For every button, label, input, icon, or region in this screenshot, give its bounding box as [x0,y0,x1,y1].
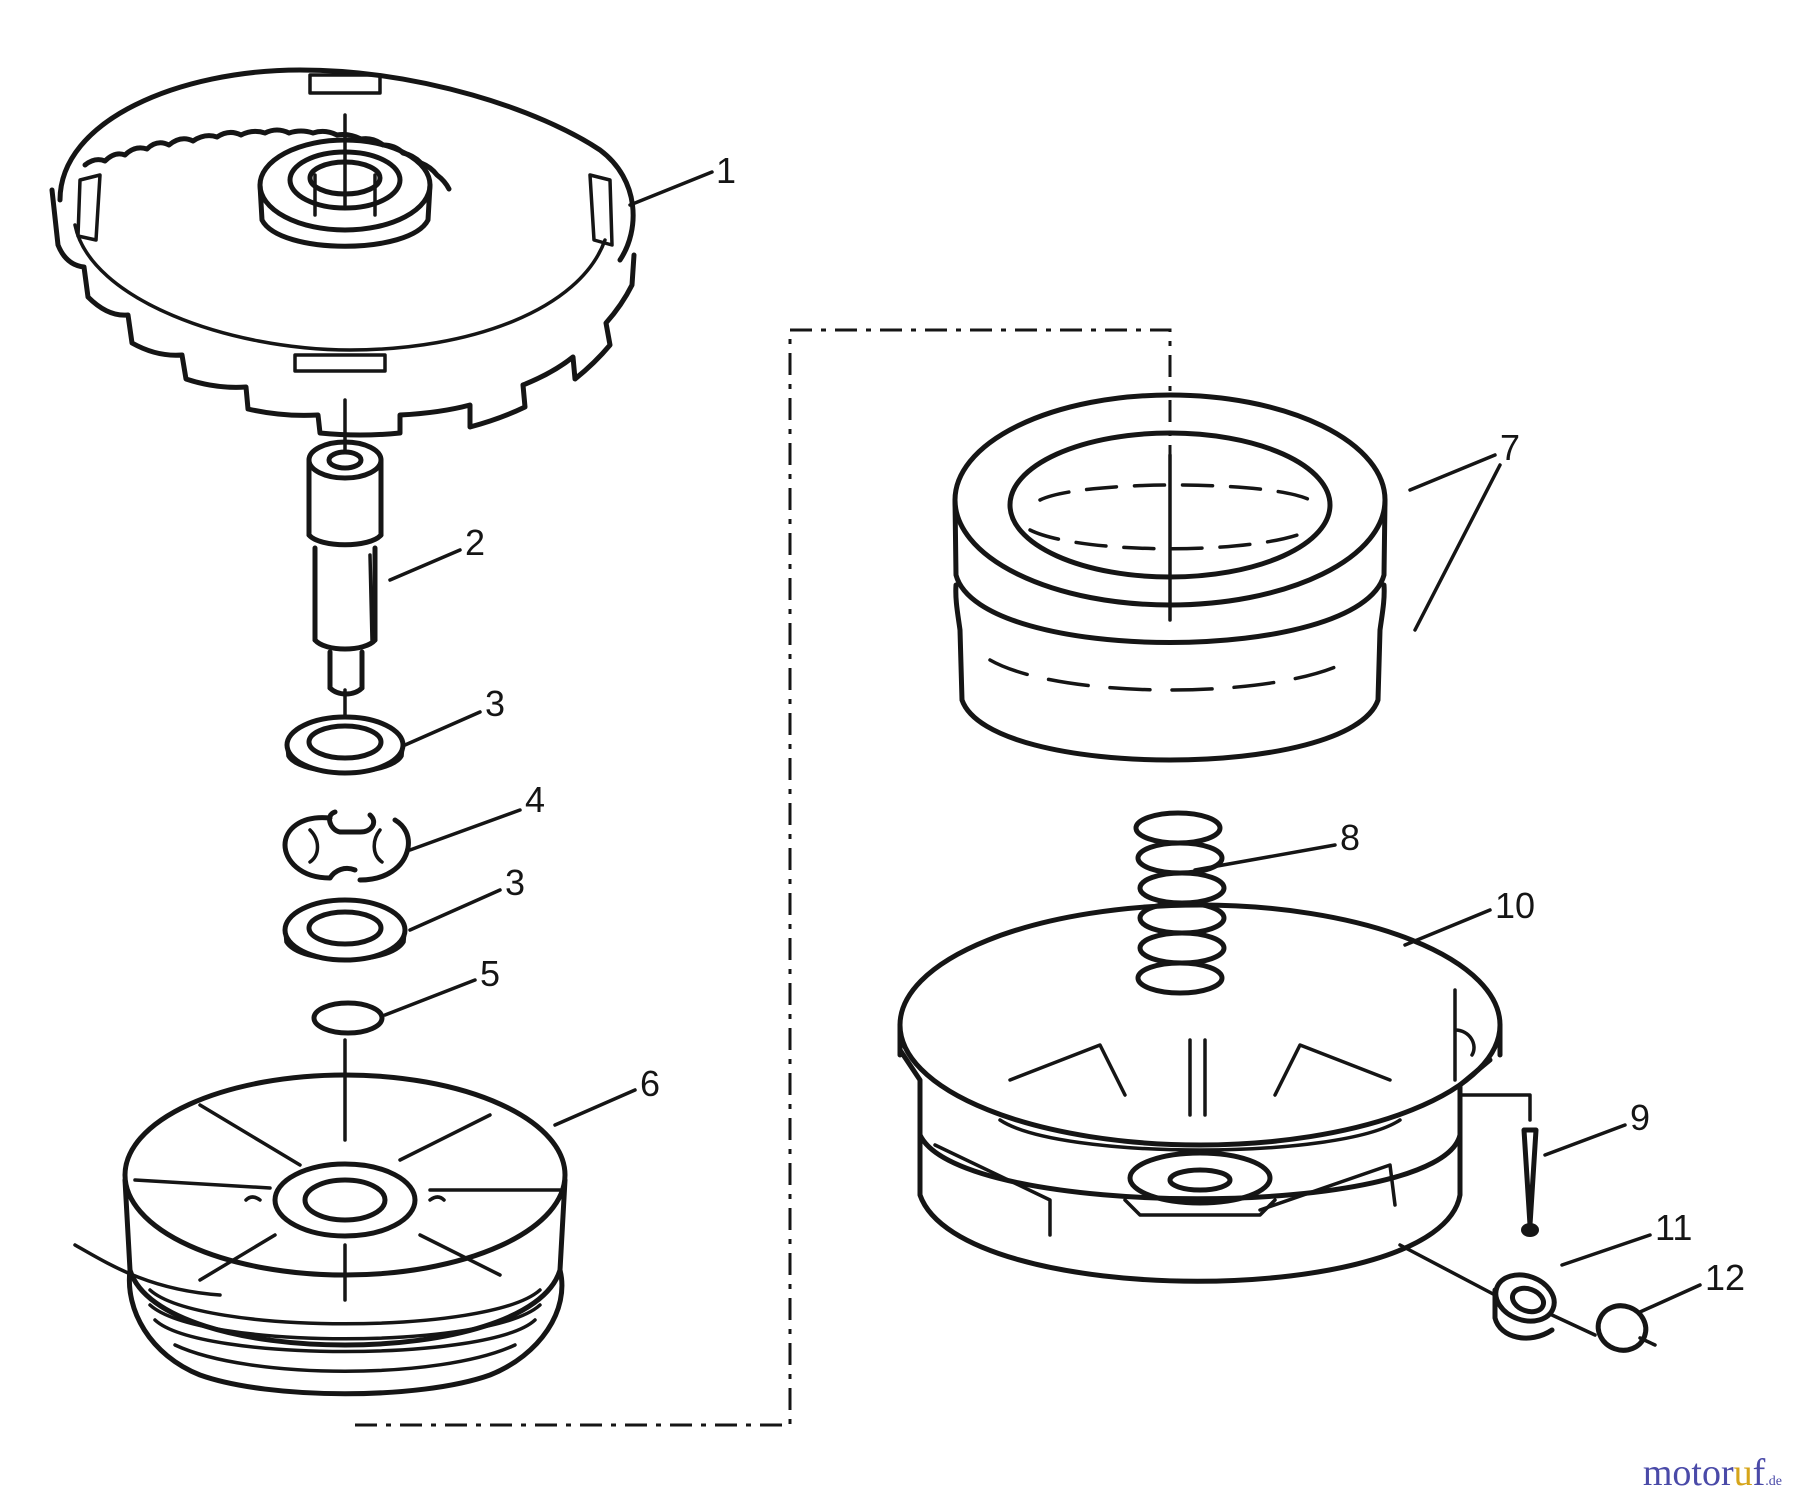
watermark-prefix: motor [1642,1452,1734,1494]
watermark-accent: u [1733,1452,1753,1494]
callout-5: 5 [480,953,500,994]
callout-3-lower: 3 [505,862,525,903]
watermark-tld: .de [1765,1474,1782,1489]
callout-7: 7 [1500,427,1520,468]
part-5-o-ring [311,1000,385,1036]
callout-11: 11 [1655,1207,1692,1248]
part-3-washer-lower [282,897,408,963]
callout-6: 6 [640,1063,660,1104]
callout-12: 12 [1705,1257,1745,1298]
callout-8: 8 [1340,817,1360,858]
watermark-suffix: f [1752,1452,1766,1494]
site-watermark: motoruf.de [1643,1451,1782,1495]
callout-1: 1 [716,150,736,191]
part-12-ring [1595,1303,1657,1353]
part-3-washer-upper [284,714,406,776]
callout-2: 2 [465,522,485,563]
leader-lines [383,170,1702,1314]
callout-4: 4 [525,779,545,820]
callout-labels: 1 2 3 4 3 5 6 7 8 10 9 11 12 [465,150,1745,1298]
part-9-screw [1458,1093,1539,1237]
part-11-eyelet [1398,1243,1597,1341]
part-1-toothed-cap [49,67,637,438]
callout-3-upper: 3 [485,683,505,724]
part-10-housing [897,902,1503,1284]
callout-9: 9 [1630,1097,1650,1138]
part-4-e-clip [282,809,411,883]
callout-10: 10 [1495,885,1535,926]
assembly-dashed-bracket [355,328,1172,1427]
part-2-shaft [306,398,384,697]
part-7-rings [952,392,1388,763]
part-6-line-spool [73,1072,568,1397]
